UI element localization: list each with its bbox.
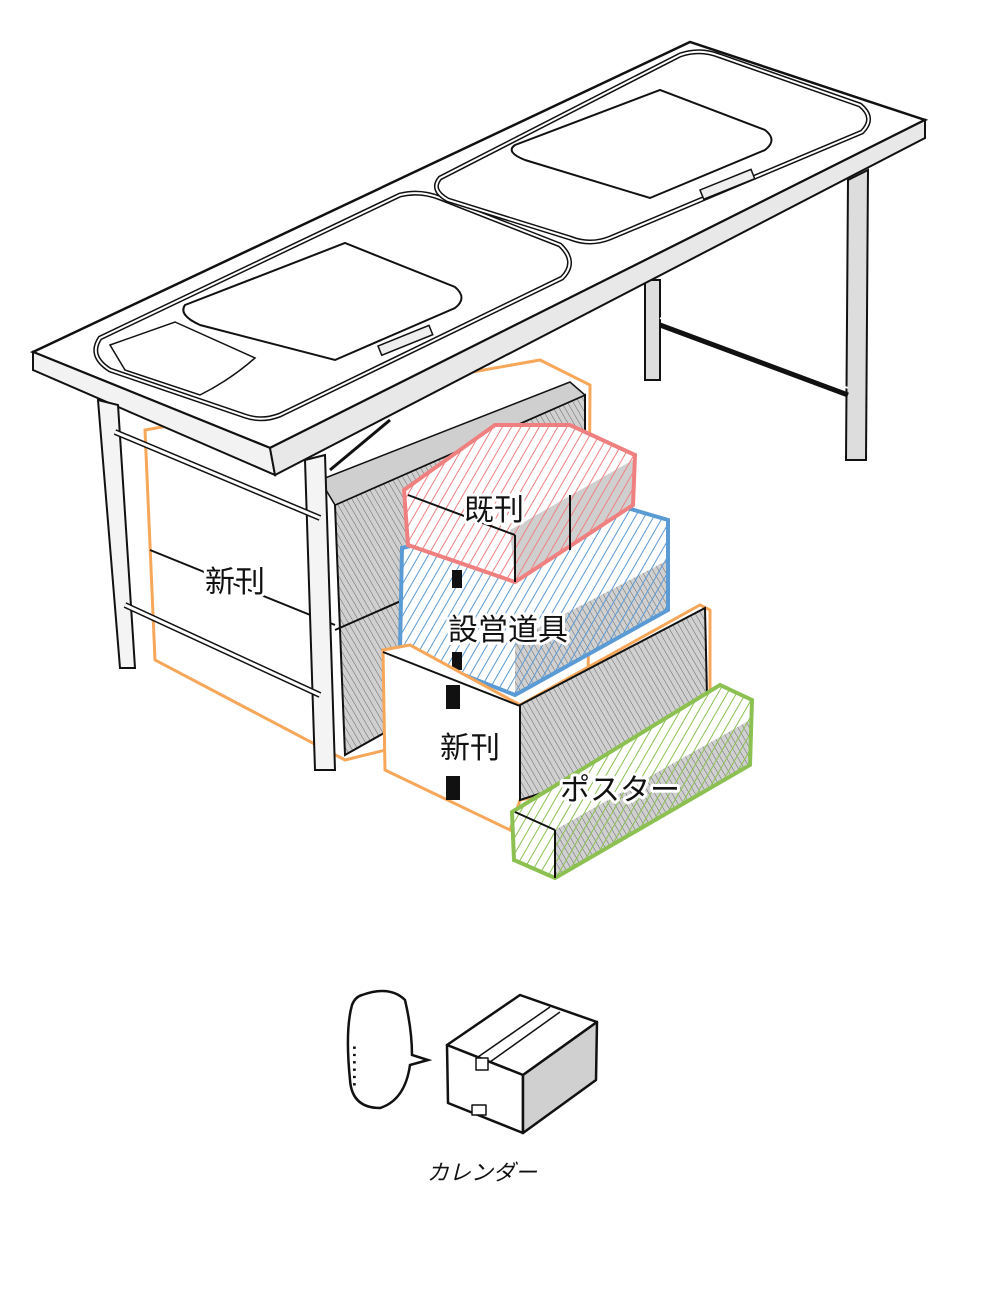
- label-setup-tools: 設営道具: [448, 613, 568, 648]
- table-front-legs: [96, 398, 391, 771]
- speech-bubble-text: ……: [347, 1044, 372, 1088]
- label-new-books-front: 新刊: [440, 731, 500, 766]
- label-new-books-back: 新刊: [205, 565, 265, 600]
- label-back-issues: 既刊: [464, 493, 524, 528]
- speech-bubble: ……: [346, 989, 433, 1110]
- folded-chair-left: [93, 190, 572, 422]
- box-back-issues: [401, 423, 638, 585]
- calendar-box: [445, 993, 599, 1135]
- label-calendar: カレンダー: [427, 1161, 538, 1186]
- label-poster: ポスター: [560, 773, 680, 808]
- folded-chair-right: [433, 49, 871, 245]
- table-back-legs: [644, 168, 870, 461]
- box-poster: [509, 682, 755, 881]
